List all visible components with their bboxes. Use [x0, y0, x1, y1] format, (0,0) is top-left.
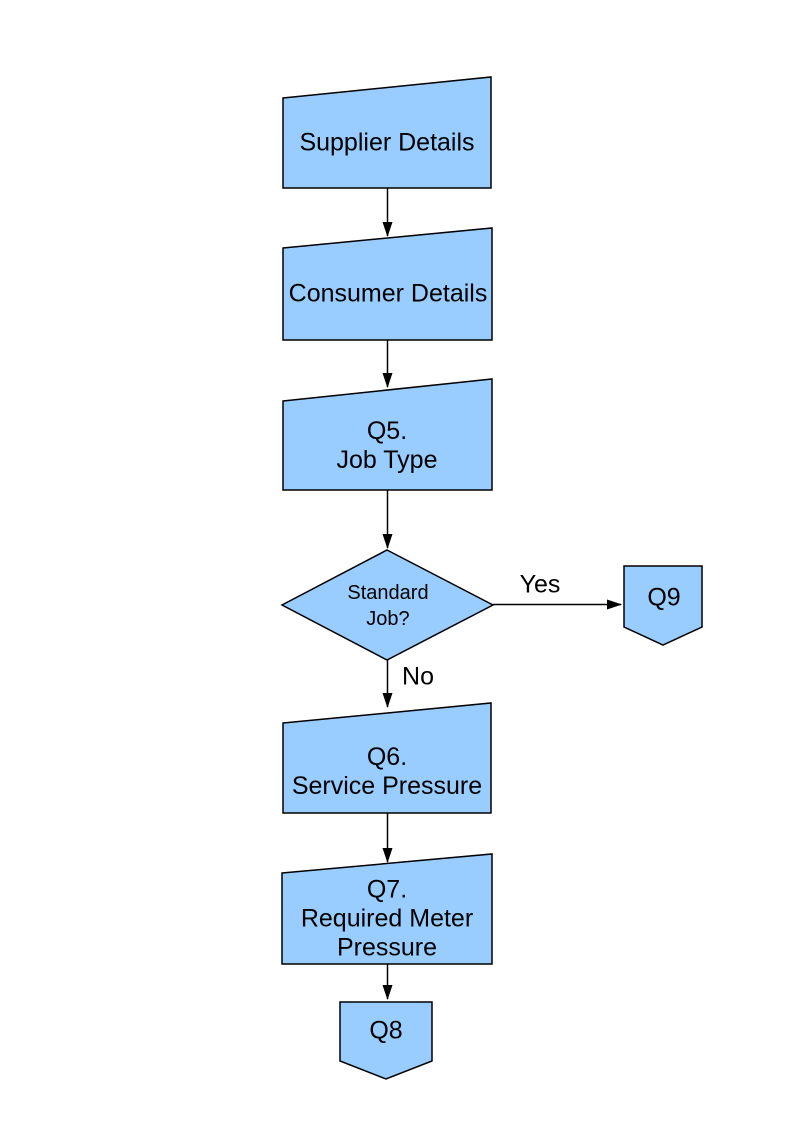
node-q5-job-type — [282, 378, 493, 491]
node-q8-connector — [339, 1001, 433, 1080]
node-q7-required-meter-pressure — [281, 853, 493, 965]
node-q6-service-pressure — [282, 702, 492, 814]
node-standard-job-decision — [280, 549, 495, 661]
node-supplier-details — [282, 76, 492, 189]
node-q9-connector — [623, 565, 703, 646]
node-consumer-details — [282, 227, 493, 341]
